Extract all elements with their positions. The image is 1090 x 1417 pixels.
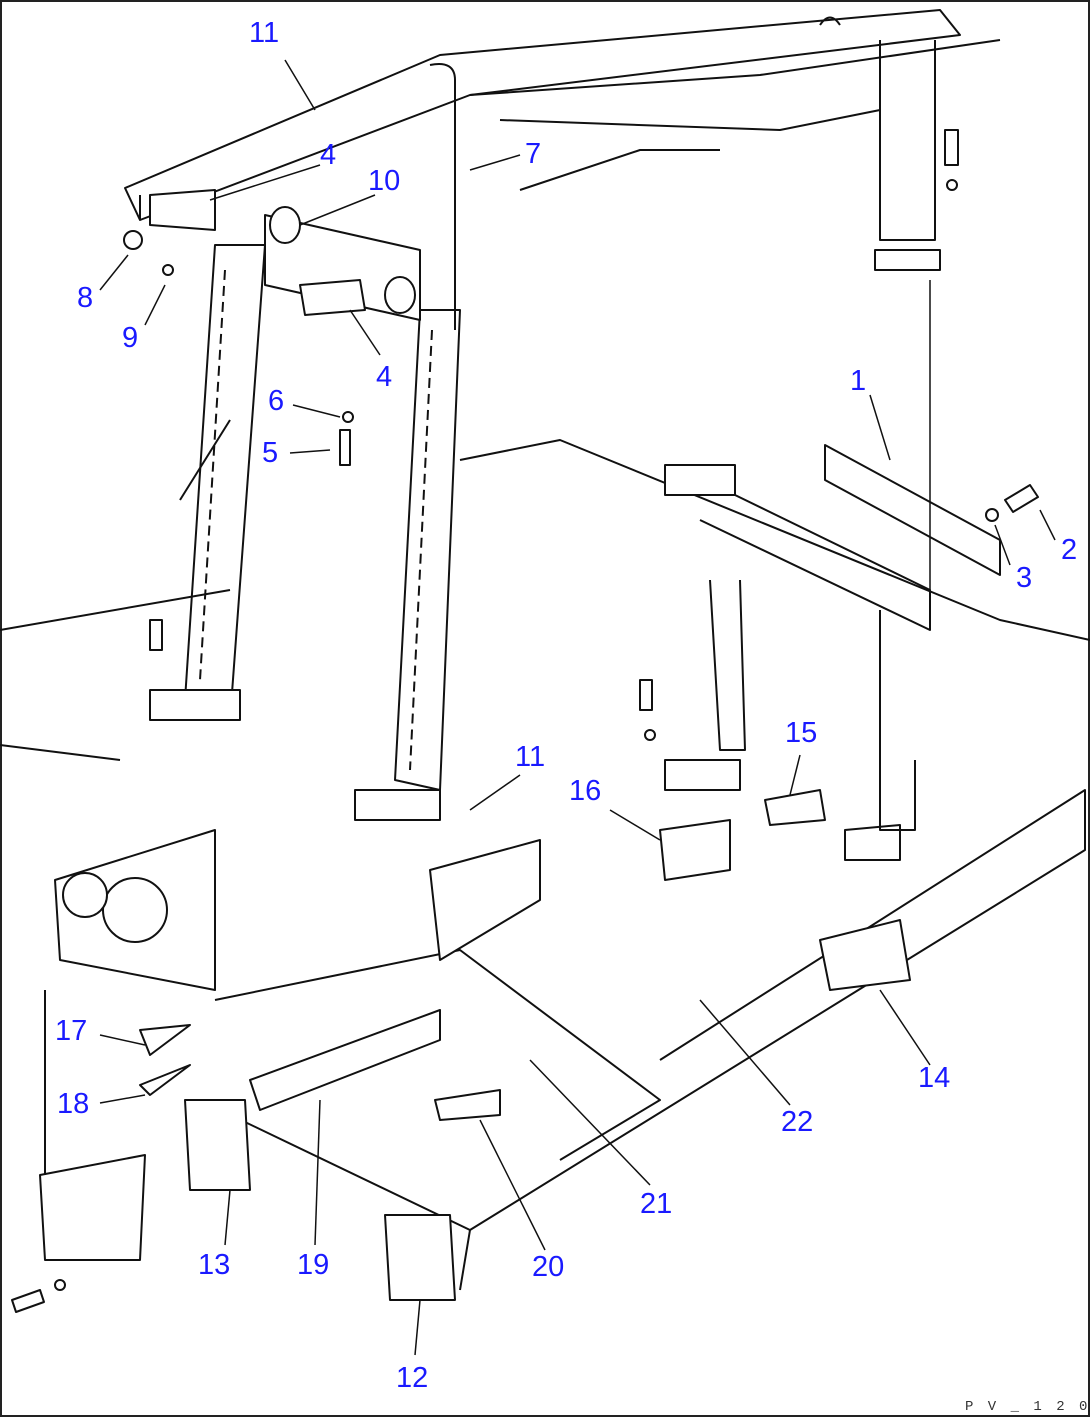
callout-4-top: 4	[320, 139, 336, 171]
drawing-code: P V _ 1 2 0 1	[965, 1399, 1090, 1415]
callout-1: 1	[850, 365, 866, 397]
leader-lines	[99, 59, 1056, 1356]
callout-22: 22	[781, 1106, 813, 1138]
cab-frame-assembly	[124, 9, 1001, 330]
callout-15: 15	[785, 717, 817, 749]
callout-labels: 11 4 7 10 8 9 4 1 6 5 2 3 15 11 16 17 14…	[55, 17, 1077, 1394]
callout-18: 18	[57, 1088, 89, 1120]
top-cross-member	[149, 189, 421, 321]
callout-14: 14	[918, 1062, 950, 1094]
callout-10: 10	[368, 165, 400, 197]
callout-7: 7	[525, 138, 541, 170]
mounts	[39, 990, 456, 1301]
callout-17: 17	[55, 1015, 87, 1047]
right-support-structure	[664, 280, 1001, 831]
callout-21: 21	[640, 1188, 672, 1220]
callout-13: 13	[198, 1249, 230, 1281]
callout-12: 12	[396, 1362, 428, 1394]
callout-2: 2	[1061, 534, 1077, 566]
callout-11-top: 11	[249, 17, 279, 49]
callout-3: 3	[1016, 562, 1032, 594]
callout-16: 16	[569, 775, 601, 807]
chassis	[0, 419, 1090, 1291]
callout-19: 19	[297, 1249, 329, 1281]
callout-20: 20	[532, 1251, 564, 1283]
fasteners	[11, 129, 1039, 1313]
right-pillar	[354, 309, 461, 821]
callout-11-lower: 11	[515, 741, 545, 773]
left-pillar	[149, 244, 266, 721]
callout-9: 9	[122, 322, 138, 354]
callout-5: 5	[262, 437, 278, 469]
callout-8: 8	[77, 282, 93, 314]
callout-6: 6	[268, 385, 284, 417]
callout-4-lower: 4	[376, 361, 392, 393]
